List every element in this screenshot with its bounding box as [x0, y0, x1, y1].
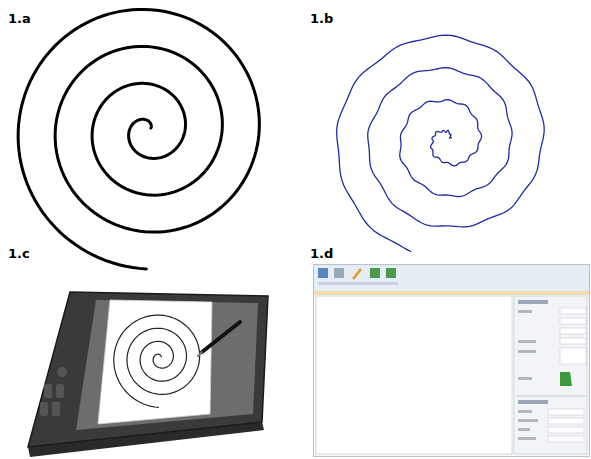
stylus-tip	[198, 352, 202, 356]
ribbon-text	[318, 282, 398, 285]
tablet-button	[57, 367, 67, 377]
drawn-spiral	[337, 35, 545, 251]
panel-label: 1.d	[310, 247, 333, 260]
ribbon-icon	[386, 268, 396, 278]
input-field	[548, 436, 584, 442]
input-field	[560, 318, 586, 324]
input-field	[548, 418, 584, 424]
stylus-pen	[202, 322, 240, 352]
panel-label: 1.c	[8, 247, 30, 260]
field-label	[518, 437, 536, 440]
tablet-illustration	[28, 292, 268, 457]
panel-label: 1.b	[310, 12, 333, 25]
tablet-button	[56, 384, 64, 398]
ribbon	[314, 265, 589, 291]
input-field	[560, 308, 586, 314]
input-field	[548, 427, 584, 433]
panel-heading	[518, 300, 548, 304]
field-label	[518, 340, 536, 343]
window-frame	[314, 265, 590, 457]
panel-divider	[516, 396, 586, 397]
input-field	[560, 348, 586, 364]
tablet-surface	[76, 300, 258, 430]
field-label	[518, 377, 532, 380]
field-label	[518, 428, 530, 431]
software-screenshot	[314, 265, 590, 457]
tablet-spiral	[114, 315, 200, 407]
tablet-paper	[98, 300, 212, 424]
printed-spiral	[18, 9, 259, 269]
field-label	[518, 310, 532, 313]
panel-label: 1.a	[8, 12, 31, 25]
panel-heading	[518, 400, 548, 404]
tablet-body	[28, 292, 268, 447]
ribbon-icon	[352, 268, 362, 280]
ribbon-icon	[318, 268, 328, 278]
input-field	[560, 328, 586, 334]
ribbon-icon	[370, 268, 380, 278]
field-label	[518, 410, 532, 413]
ribbon-icon	[334, 268, 344, 278]
tablet-button	[40, 402, 48, 416]
tablet-button	[52, 402, 60, 416]
panel-icon	[560, 372, 572, 386]
side-panel	[514, 296, 587, 454]
input-field	[560, 338, 586, 344]
field-label	[518, 350, 536, 353]
field-label	[518, 419, 538, 422]
tablet-button	[44, 384, 52, 398]
canvas-area	[316, 296, 512, 454]
input-field	[548, 409, 584, 415]
toolbar-strip	[314, 291, 589, 295]
